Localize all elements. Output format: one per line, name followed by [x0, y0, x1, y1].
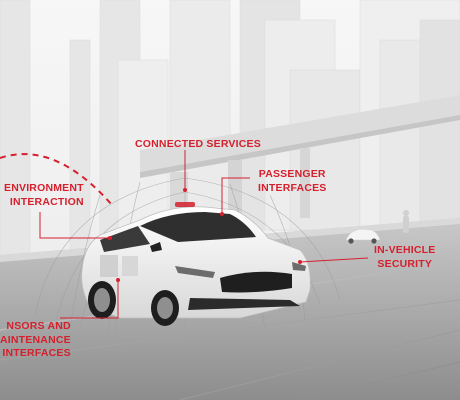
connected-services-text: CONNECTED SERVICES: [135, 138, 261, 150]
in-vehicle-security-line-1: IN-VEHICLE: [374, 244, 436, 256]
sensors-maintenance-line-3: INTERFACES: [2, 347, 71, 360]
environment-interaction-label: ENVIRONMENT INTERACTION: [4, 182, 84, 209]
in-vehicle-security-label: IN-VEHICLE SECURITY: [374, 244, 436, 271]
environment-interaction-line-2: INTERACTION: [9, 195, 84, 208]
pedestrian: [403, 210, 409, 233]
distant-car: [345, 228, 381, 244]
connected-services-label: CONNECTED SERVICES: [135, 138, 261, 152]
environment-interaction-line-1: ENVIRONMENT: [4, 182, 84, 194]
sedan-car: [81, 202, 311, 326]
sensors-maintenance-line-1: NSORS AND: [6, 320, 71, 332]
passenger-interfaces-line-2: INTERFACES: [258, 181, 327, 194]
passenger-interfaces-line-1: PASSENGER: [258, 168, 326, 180]
city-skyline: [0, 0, 460, 261]
callout-dots: [108, 188, 302, 282]
passenger-interfaces-label: PASSENGER INTERFACES: [258, 168, 327, 195]
in-vehicle-security-line-2: SECURITY: [377, 257, 433, 270]
callout-lines: [0, 150, 369, 319]
sensors-maintenance-line-2: AINTENANCE: [0, 333, 71, 346]
sensors-maintenance-label: NSORS AND AINTENANCE INTERFACES: [0, 320, 71, 361]
